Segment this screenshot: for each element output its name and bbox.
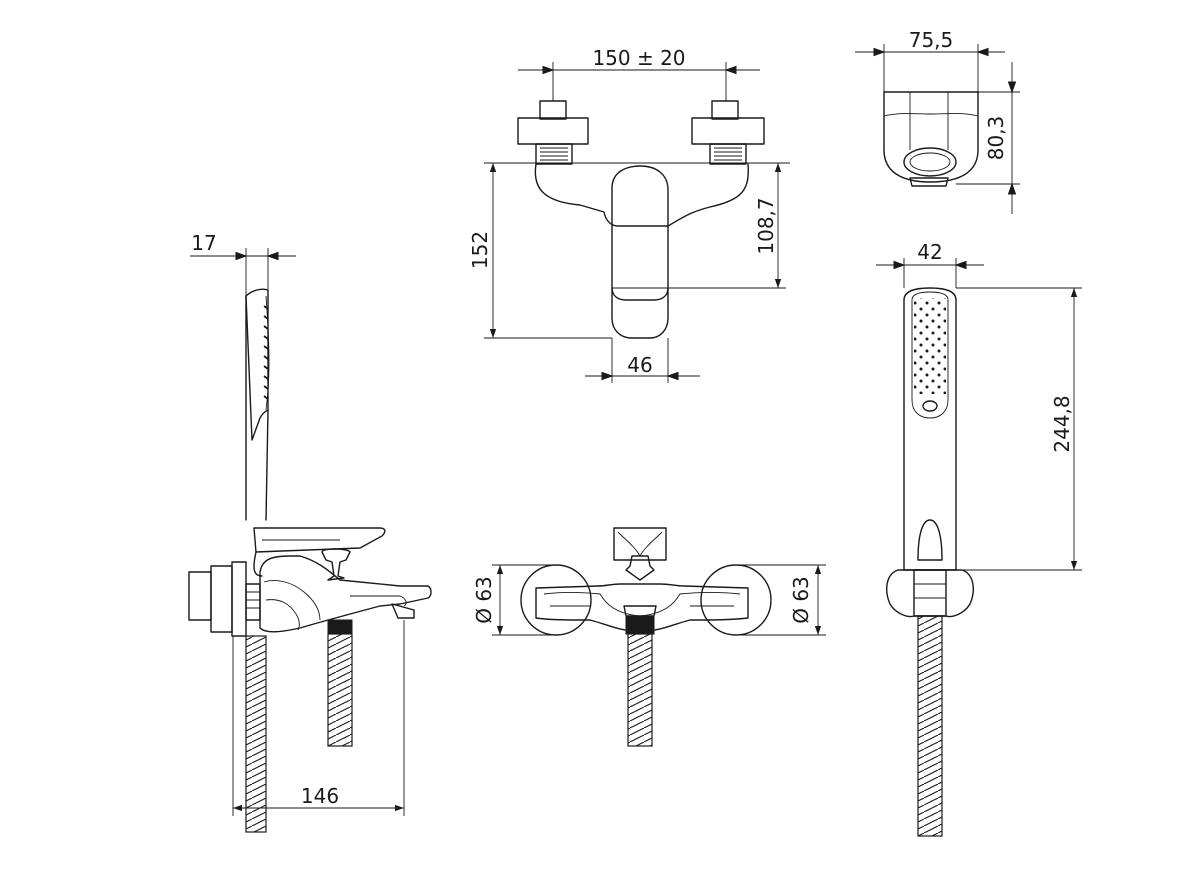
shower-holder-view — [883, 91, 979, 187]
dim-flange-left-label: Ø 63 — [472, 576, 496, 624]
handshower-front-view — [886, 287, 974, 837]
dim-holder-height: 80,3 — [956, 62, 1020, 214]
dim-flange-right-label: Ø 63 — [789, 576, 813, 624]
dim-spout-projection: 146 — [232, 620, 405, 816]
dim-holder-width-label: 75,5 — [909, 28, 954, 52]
dim-spout-height-label: 108,7 — [754, 197, 778, 254]
dim-lever-width-label: 46 — [627, 353, 652, 377]
dim-body-height-label: 152 — [468, 231, 492, 269]
dim-flange-right: Ø 63 — [736, 564, 826, 636]
dim-body-height: 152 — [468, 162, 612, 339]
dim-lever-width: 46 — [585, 338, 700, 383]
dim-handshower-length: 244,8 — [956, 287, 1082, 571]
dim-handshower-width-label: 42 — [917, 240, 942, 264]
dim-spacing-label: 150 ± 20 — [592, 46, 685, 70]
mixer-side-view — [188, 288, 432, 833]
dim-handshower-depth-label: 17 — [191, 231, 216, 255]
dim-holder-width: 75,5 — [855, 28, 1005, 92]
dim-handshower-length-label: 244,8 — [1050, 395, 1074, 452]
mixer-top-view — [490, 100, 790, 339]
dim-spout-height: 108,7 — [668, 163, 786, 289]
dim-spacing: 150 ± 20 — [518, 46, 760, 101]
dim-handshower-depth: 17 — [190, 231, 296, 296]
dim-handshower-width: 42 — [876, 240, 984, 288]
dim-spout-projection-label: 146 — [301, 784, 339, 808]
dim-holder-height-label: 80,3 — [984, 116, 1008, 161]
dim-flange-left: Ø 63 — [472, 564, 556, 636]
mixer-front-view — [520, 527, 772, 747]
